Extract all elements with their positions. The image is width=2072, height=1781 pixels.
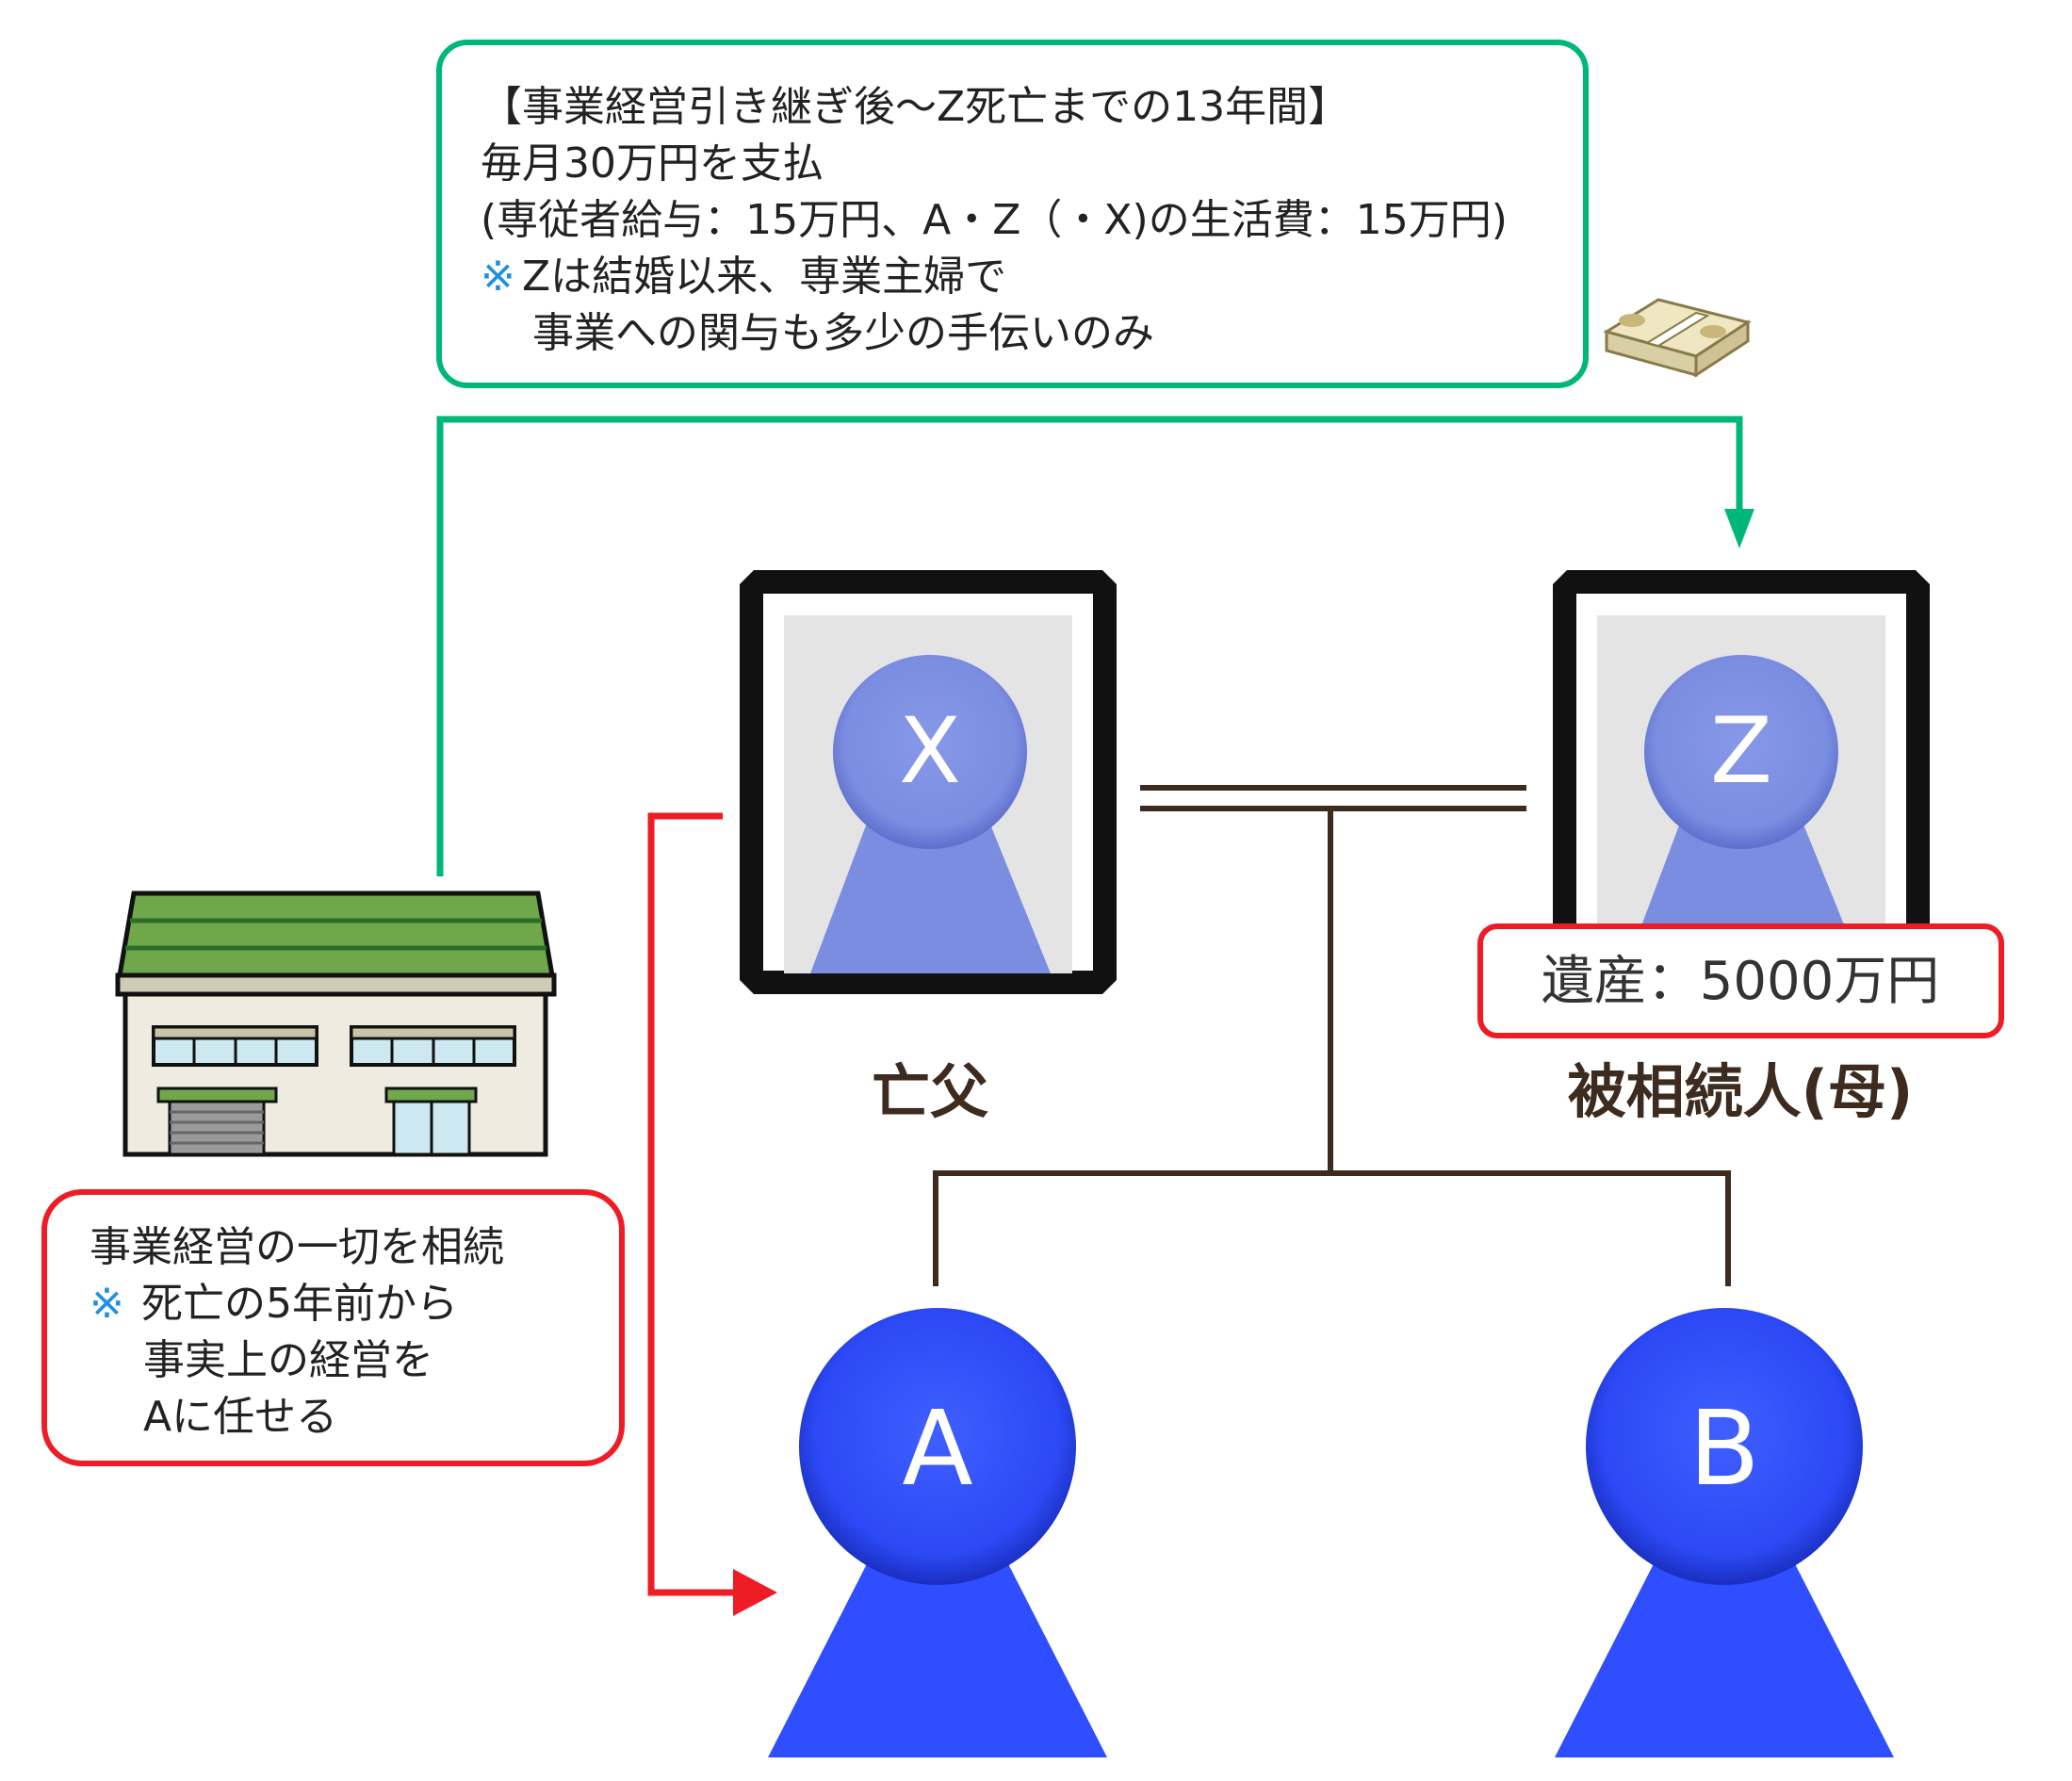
payment-flow-arrow — [436, 416, 1754, 876]
factory-icon — [115, 890, 557, 1157]
portrait-z: Z — [1553, 570, 1930, 994]
person-icon — [810, 810, 1051, 973]
person-head-icon — [833, 655, 1027, 849]
person-b: B — [1555, 1308, 1894, 1757]
business-note-line4: Aに任せる — [143, 1393, 337, 1441]
person-z-caption: 被相続人(母) — [1568, 1057, 1914, 1126]
payment-note-remark1: Zは結婚以来、専業主婦で — [522, 253, 1006, 301]
business-succession-arrow — [647, 812, 777, 1616]
cash-bundle-icon — [1603, 298, 1752, 378]
person-b-letter: B — [1689, 1388, 1759, 1509]
payment-note-line1: 毎月30万円を支払 — [481, 139, 824, 188]
payment-note-line2: (専従者給与：15万円、A・Z（・X)の生活費：15万円) — [481, 196, 1508, 244]
person-icon — [768, 1545, 1107, 1757]
person-head-icon — [799, 1308, 1076, 1585]
portrait-x: X — [740, 570, 1117, 994]
person-a: A — [768, 1308, 1107, 1757]
person-z-letter: Z — [1710, 698, 1772, 804]
business-note-line1: 事業経営の一切を相続 — [90, 1223, 504, 1271]
payment-note-title: 【事業経営引き継ぎ後〜Z死亡までの13年間】 — [481, 83, 1349, 131]
business-note-mark: ※ — [90, 1280, 124, 1328]
person-head-icon — [1644, 655, 1838, 849]
payment-note-box: 【事業経営引き継ぎ後〜Z死亡までの13年間】 毎月30万円を支払 (専従者給与：… — [436, 40, 1589, 388]
person-x-letter: X — [899, 698, 961, 804]
business-note-box: 事業経営の一切を相続 ※ 死亡の5年前から 事実上の経営を Aに任せる — [41, 1189, 625, 1466]
business-note-line3: 事実上の経営を — [143, 1336, 433, 1384]
payment-note-remark2: 事業への関与も多少の手伝いのみ — [532, 309, 1154, 357]
family-tree-lines — [933, 785, 1731, 1286]
person-icon — [1555, 1545, 1894, 1757]
estate-label-box: 遺産：5000万円 — [1477, 923, 2004, 1038]
estate-amount: 遺産：5000万円 — [1542, 951, 1940, 1012]
payment-note-mark: ※ — [481, 253, 515, 301]
person-x-caption: 亡父 — [872, 1057, 988, 1126]
person-a-letter: A — [902, 1388, 972, 1509]
person-head-icon — [1586, 1308, 1863, 1585]
children-branch-line — [933, 1170, 1731, 1286]
business-note-line2: 死亡の5年前から — [141, 1280, 458, 1328]
